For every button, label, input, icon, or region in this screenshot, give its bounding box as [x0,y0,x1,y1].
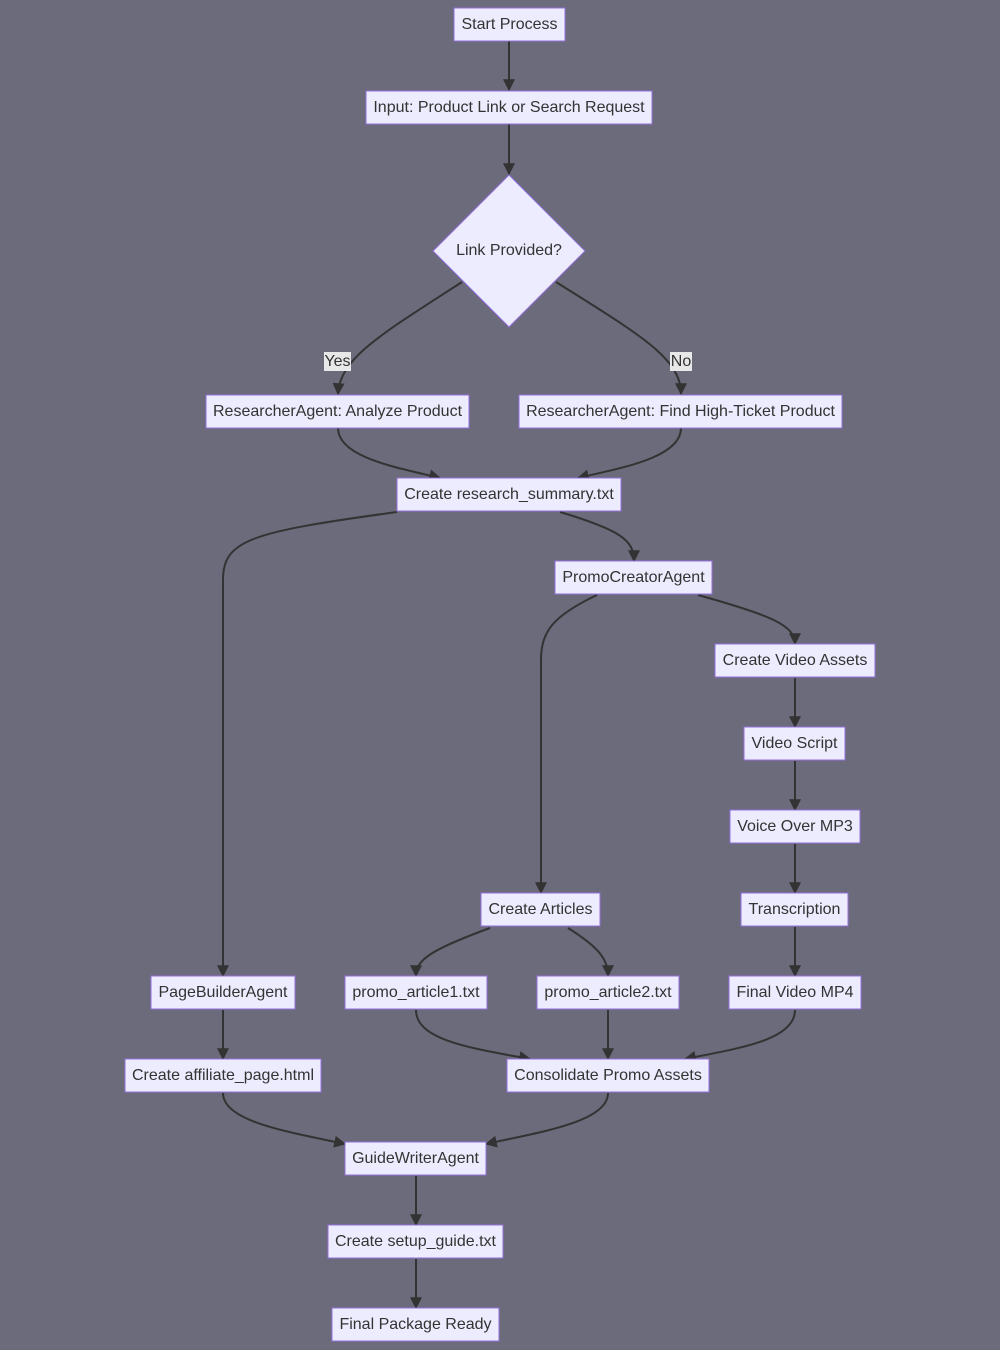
edge-label-no: No [670,352,692,371]
edge-label-yes: Yes [324,352,351,371]
node-page-builder: PageBuilderAgent [150,975,296,1010]
node-guide-writer-label: GuideWriterAgent [352,1150,479,1167]
edge-summary-to-pagebuilder [217,511,398,978]
node-start-process: Start Process [453,7,566,42]
node-setup-guide: Create setup_guide.txt [327,1224,504,1259]
node-promo-creator-label: PromoCreatorAgent [562,569,705,586]
node-start-process-label: Start Process [461,16,557,33]
node-consolidate-promo: Consolidate Promo Assets [506,1058,710,1093]
node-final-video-label: Final Video MP4 [736,984,853,1001]
edge-articles-to-article2 [567,927,614,978]
node-analyze-product-label: ResearcherAgent: Analyze Product [213,403,463,420]
node-input-label: Input: Product Link or Search Request [373,99,645,116]
node-promo-creator: PromoCreatorAgent [554,560,713,595]
node-guide-writer: GuideWriterAgent [344,1141,487,1176]
node-consolidate-promo-label: Consolidate Promo Assets [514,1067,702,1084]
node-affiliate-page-label: Create affiliate_page.html [132,1067,314,1084]
edge-final-video-to-consolidate [683,1009,796,1063]
edge-promo-to-articles [535,594,598,895]
node-create-articles: Create Articles [480,892,601,927]
edge-decision-to-find [555,281,687,396]
node-create-video-assets: Create Video Assets [714,643,876,678]
node-promo-article1-label: promo_article1.txt [352,984,480,1001]
node-video-script: Video Script [743,726,846,761]
node-create-video-assets-label: Create Video Assets [723,652,868,669]
node-find-product: ResearcherAgent: Find High-Ticket Produc… [518,394,843,429]
edge-summary-to-promo [559,511,640,563]
node-analyze-product: ResearcherAgent: Analyze Product [205,394,470,429]
node-find-product-label: ResearcherAgent: Find High-Ticket Produc… [526,403,835,420]
edge-decision-to-analyze [332,281,463,396]
node-setup-guide-label: Create setup_guide.txt [335,1233,497,1250]
edge-promo-to-video-assets [697,594,801,646]
node-transcription-label: Transcription [749,901,841,918]
edge-articles-to-article1 [410,927,491,978]
node-voice-over: Voice Over MP3 [729,809,861,844]
node-final-package: Final Package Ready [331,1307,500,1342]
edge-article1-to-consolidate [415,1009,532,1063]
edge-label-no-text: No [671,353,692,370]
node-page-builder-label: PageBuilderAgent [159,984,289,1001]
edges [217,41,801,1310]
edge-label-yes-text: Yes [324,353,350,370]
edge-consolidate-to-guide-writer [484,1092,609,1148]
edge-find-to-summary [576,427,682,482]
edge-affiliate-to-guide-writer [222,1092,347,1148]
node-voice-over-label: Voice Over MP3 [737,818,853,835]
node-final-package-label: Final Package Ready [339,1316,491,1333]
node-affiliate-page: Create affiliate_page.html [124,1058,322,1093]
node-promo-article2: promo_article2.txt [536,975,680,1010]
node-video-script-label: Video Script [752,735,839,752]
node-create-articles-label: Create Articles [488,901,592,918]
node-final-video: Final Video MP4 [728,975,862,1010]
node-research-summary: Create research_summary.txt [396,477,622,512]
node-input: Input: Product Link or Search Request [365,90,653,125]
node-promo-article2-label: promo_article2.txt [544,984,672,1001]
node-research-summary-label: Create research_summary.txt [404,486,614,503]
node-transcription: Transcription [740,892,849,927]
edge-analyze-to-summary [337,427,442,482]
node-link-provided-label: Link Provided? [456,242,562,259]
node-link-provided-decision: Link Provided? [432,174,586,328]
node-promo-article1: promo_article1.txt [344,975,488,1010]
